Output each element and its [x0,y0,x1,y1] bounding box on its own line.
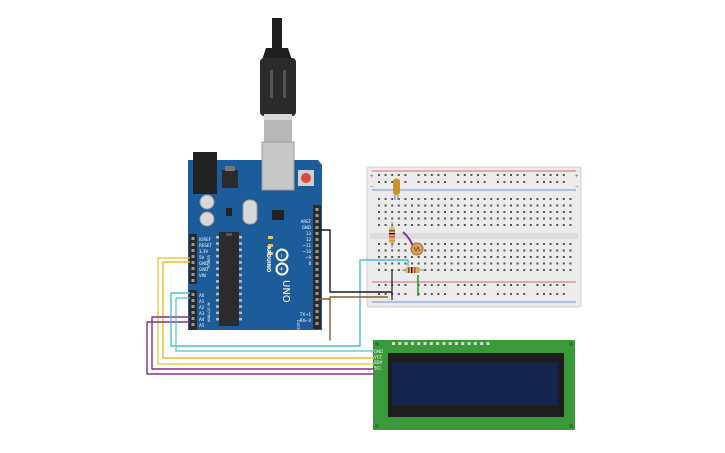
power-pin-label: GND [199,267,208,272]
wire-brown [318,296,388,341]
board-model: UNO [280,280,291,303]
board-brand: ARDUINO [265,246,271,272]
digital-pin-label: ~10 [303,249,312,254]
analog-pin-label: A3 [199,311,205,316]
wire-yellow-5v [162,261,374,359]
power-pin-label: VIN [199,273,206,278]
lcd-pin-label: SCL [374,366,382,371]
wires[interactable] [146,229,419,375]
usb-port [261,141,295,191]
svg-text:+: + [370,173,374,180]
power-pin-label: RESET [199,243,212,248]
analog-header [189,290,197,330]
power-side-label: POWER [207,254,211,268]
digital-pin-label: AREF [301,219,312,224]
digital-header [313,205,321,329]
usb-cable-icon[interactable] [260,18,296,144]
svg-text:−: − [278,253,285,258]
crystal [242,199,258,225]
lcd-pin-label: SDA [374,360,383,365]
digital-pin-label: RX←0 [300,318,312,323]
power-header [189,234,197,284]
digital-pin-label: ~11 [303,243,312,248]
lcd-pin-label: GND [374,349,383,354]
power-pin-label: 3.3V [199,249,208,254]
ldr-icon[interactable] [402,231,424,256]
wire-black-gnd [318,229,392,293]
wire-teal-a0 [175,297,374,352]
analog-pin-label: A0 [199,293,205,298]
capacitor-1 [199,194,215,210]
power-pin-label: 5V [199,255,205,260]
digital-pin-label: TX→1 [299,312,312,317]
digital-pin-label: 8 [308,261,311,266]
digital-side-label: DIGITAL (PWM ~) [296,320,300,351]
power-jack [193,152,217,194]
digital-pin-label: 12 [306,237,312,242]
svg-text:−: − [370,183,374,190]
power-pin-label: GND [199,261,208,266]
voltage-regulator [222,170,238,188]
analog-pin-label: A1 [199,299,205,304]
power-pin-label: IOREF [199,237,212,242]
analog-pin-label: A5 [199,323,205,328]
digital-pin-label: 13 [306,231,312,236]
lcd-pin-label: VCC [374,355,383,360]
reset-button[interactable] [298,170,314,186]
led-icon[interactable] [393,178,400,201]
analog-side-label: ANALOG IN [207,302,211,322]
svg-text:+: + [278,267,285,272]
svg-text:−: − [575,183,579,190]
lcd-screen [392,363,558,405]
arduino-logo-icon: − + [275,248,289,276]
resistor-icon[interactable] [389,222,395,248]
wire-teal-gnd [170,259,409,347]
analog-pin-label: A4 [199,317,205,322]
wire-purple-scl [146,321,374,375]
resistor-2[interactable] [402,267,424,273]
digital-pin-label: GND [302,225,311,230]
capacitor-2 [199,211,215,227]
wire-yellow-2 [157,257,374,365]
svg-text:+: + [575,173,579,180]
digital-pin-label: ~9 [305,255,311,260]
atmega-chip [216,232,242,326]
analog-pin-label: A2 [199,305,205,310]
